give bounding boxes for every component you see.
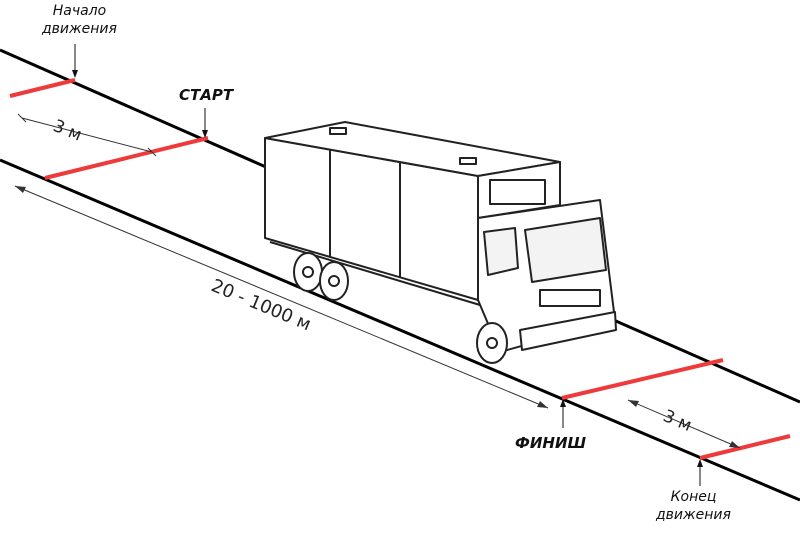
truck-hub-2 [328, 275, 340, 287]
dim-end-zone-arrow-b [729, 441, 740, 448]
label-start-motion: Начало движения [42, 2, 117, 38]
marker-end-motion [699, 434, 791, 460]
label-end-motion: Конец движения [656, 488, 731, 524]
truck-windshield [524, 217, 607, 283]
marker-start [44, 136, 209, 180]
label-finish: ФИНИШ [515, 434, 587, 452]
dim-start-zone-label: 3 м [50, 116, 84, 145]
marker-start-motion [9, 78, 76, 98]
truck-reefer-unit [489, 179, 546, 205]
truck-roof-vent-2 [459, 157, 477, 165]
dim-start-zone-tick-b [147, 147, 157, 157]
label-start-motion-line2: движения [42, 21, 117, 37]
pointer-finish-arrow [560, 399, 566, 407]
pointer-start-motion-arrow [72, 70, 78, 78]
pointer-start-arrow [202, 130, 208, 138]
pointer-end-motion-arrow [697, 459, 703, 467]
dim-end-zone-label: 3 м [660, 406, 695, 436]
truck-roof-vent-1 [329, 127, 347, 135]
label-end-motion-line2: движения [656, 507, 731, 523]
truck-bumper [519, 311, 617, 351]
dim-measured-arrow-end [537, 401, 548, 408]
dim-start-zone-line [21, 117, 153, 153]
label-end-motion-line1: Конец [670, 489, 717, 505]
dim-start-zone-tick-a [17, 113, 27, 123]
road-edge-bottom [0, 158, 800, 502]
dim-measured-arrow-start [15, 186, 26, 193]
truck-side-window [483, 227, 519, 276]
dim-measured-line [14, 185, 549, 409]
truck-hub-front [486, 337, 498, 349]
marker-finish [561, 358, 724, 400]
label-start-motion-line1: Начало [52, 3, 107, 19]
label-start: СТАРТ [179, 86, 234, 104]
truck-illustration [264, 121, 617, 364]
truck-grille [539, 289, 601, 307]
dim-end-zone-line [627, 399, 741, 449]
truck-hub-1 [302, 266, 314, 278]
dim-end-zone-arrow-a [628, 400, 639, 407]
